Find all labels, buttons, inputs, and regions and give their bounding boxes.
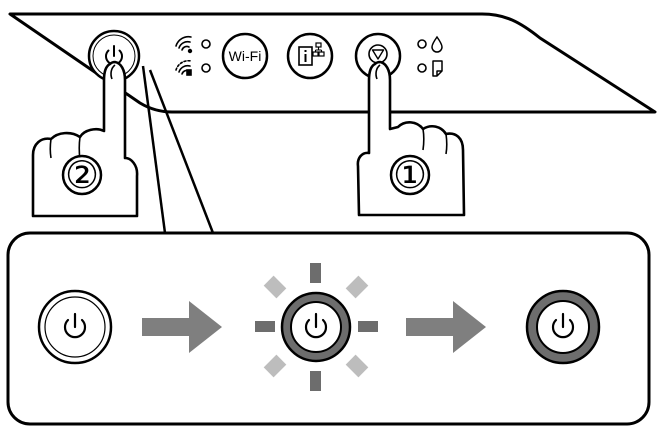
wifi-direct-icon — [175, 59, 192, 76]
power-icon — [304, 312, 328, 339]
paper-indicator — [417, 60, 443, 77]
ink-drop-icon — [431, 35, 443, 53]
ink-light — [417, 39, 427, 49]
step2-marker: ② — [61, 153, 103, 197]
paper-light — [417, 63, 427, 73]
ink-indicator — [417, 35, 443, 53]
zoom-line-left — [141, 65, 167, 234]
wifi-icon — [175, 35, 193, 54]
wifi-direct-status-indicator — [175, 59, 211, 76]
sequence-arrow-2 — [406, 301, 486, 353]
zoom-line-right — [148, 69, 215, 234]
stop-icon — [368, 44, 388, 64]
step2-label: ② — [65, 153, 99, 197]
stop-button[interactable] — [354, 32, 402, 80]
sequence-arrow-1 — [142, 301, 222, 353]
wifi-button-label: Wi-Fi — [229, 48, 262, 64]
step1-label: ① — [393, 153, 427, 197]
step1-marker: ① — [389, 153, 431, 197]
paper-icon — [432, 60, 443, 77]
power-button-off-state — [37, 289, 113, 365]
power-icon — [551, 312, 575, 339]
network-status-button[interactable] — [286, 32, 334, 80]
hand-pressing-stop — [356, 60, 466, 217]
power-icon — [63, 312, 87, 339]
wifi-direct-status-light — [201, 63, 211, 73]
power-button-flashing-state — [255, 263, 378, 391]
hand-pressing-power — [31, 60, 139, 218]
wifi-status-light — [201, 39, 211, 49]
wifi-button[interactable]: Wi-Fi — [221, 32, 269, 80]
power-button-on-state — [525, 289, 601, 365]
flash-rays — [255, 263, 378, 391]
wifi-status-indicator — [175, 35, 211, 54]
network-status-icon — [298, 42, 325, 66]
